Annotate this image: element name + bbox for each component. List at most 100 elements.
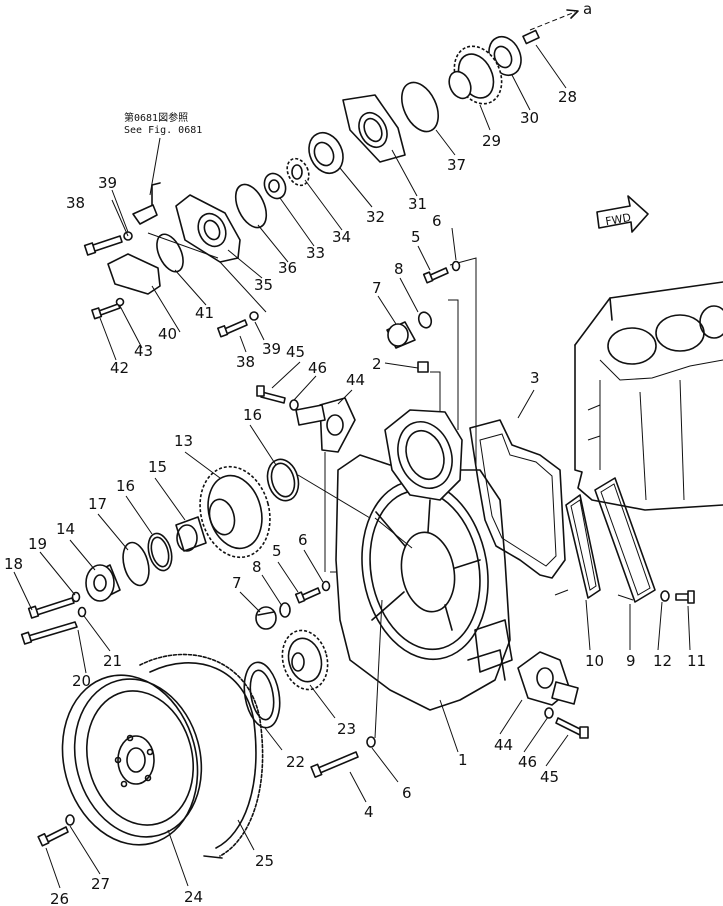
label-part-44-upper: 44 — [346, 371, 365, 389]
label-part-40: 40 — [158, 325, 177, 343]
part-15-bushing — [175, 516, 207, 552]
part-38-bolt-upper — [83, 231, 133, 256]
part-34-lock-washer — [286, 157, 310, 187]
label-part-7-lower: 7 — [232, 574, 242, 592]
part-36-o-ring — [234, 183, 268, 229]
label-part-36: 36 — [278, 259, 297, 277]
label-part-19: 19 — [28, 535, 47, 553]
part-33-nut — [263, 172, 287, 200]
label-part-14: 14 — [56, 520, 75, 538]
case-pump-housing — [384, 409, 463, 501]
part-38-bolt-lower — [217, 311, 259, 338]
label-part-46-lower: 46 — [518, 753, 537, 771]
part-4-bolt — [310, 751, 359, 778]
label-part-11: 11 — [687, 652, 706, 670]
part-8-gasket-lower — [279, 602, 291, 618]
part-45-bolt-upper — [256, 385, 286, 404]
part-6-washer-upper — [451, 260, 461, 272]
part-46-washer-lower — [544, 707, 554, 719]
label-part-28: 28 — [558, 88, 577, 106]
label-part-43: 43 — [134, 342, 153, 360]
part-39-bracket — [132, 182, 161, 225]
part-40-cover-plate — [107, 253, 161, 295]
part-44-pipe-flange-upper — [295, 397, 356, 453]
part-16-seal-lower — [147, 532, 173, 572]
label-part-7-upper: 7 — [372, 279, 382, 297]
label-part-9: 9 — [626, 652, 636, 670]
part-27-washer — [65, 814, 75, 826]
label-part-39-upper: 39 — [98, 174, 117, 192]
flange-lead-lines — [324, 452, 413, 573]
label-part-10: 10 — [585, 652, 604, 670]
part-5-bolt-lower — [294, 587, 321, 604]
reference-note: 第0681図参照 See Fig. 0681 — [124, 111, 202, 196]
label-part-2: 2 — [372, 355, 382, 373]
label-part-23: 23 — [337, 720, 356, 738]
part-42-bolt — [91, 297, 125, 320]
part-18-bolt — [27, 597, 75, 619]
label-part-13: 13 — [174, 432, 193, 450]
label-part-5-lower: 5 — [272, 542, 282, 560]
label-part-46-upper: 46 — [308, 359, 327, 377]
part-6-washer-lower — [321, 580, 331, 592]
part-24-flywheel — [61, 674, 203, 846]
label-part-6-bottom: 6 — [402, 784, 412, 802]
label-leader-lines — [13, 44, 691, 889]
label-part-18: 18 — [4, 555, 23, 573]
part-13-gear — [199, 465, 271, 559]
part-11-bolt — [675, 590, 695, 604]
part-45-bolt-lower — [555, 717, 589, 739]
bolt-lead-line — [374, 599, 383, 739]
reference-note-jp: 第0681図参照 — [124, 111, 188, 124]
label-part-12: 12 — [653, 652, 672, 670]
label-part-21: 21 — [103, 652, 122, 670]
assembly-lead-lines — [147, 232, 267, 313]
part-46-washer-upper — [289, 399, 299, 411]
label-part-39-lower: 39 — [262, 340, 281, 358]
label-part-29: 29 — [482, 132, 501, 150]
part-26-bolt — [37, 826, 69, 847]
label-part-3: 3 — [530, 369, 540, 387]
label-part-33: 33 — [306, 244, 325, 262]
label-part-17: 17 — [88, 495, 107, 513]
engine-block — [574, 281, 723, 511]
label-part-45-upper: 45 — [286, 343, 305, 361]
part-28-pin — [522, 29, 540, 45]
reference-arrow-a: a — [529, 0, 592, 31]
label-part-35: 35 — [254, 276, 273, 294]
part-12-washer — [660, 590, 670, 602]
label-part-6-upper: 6 — [432, 212, 442, 230]
part-9-plate — [594, 477, 656, 603]
label-part-5-upper: 5 — [411, 228, 421, 246]
label-part-42: 42 — [110, 359, 129, 377]
label-part-16-lower: 16 — [116, 477, 135, 495]
label-part-15: 15 — [148, 458, 167, 476]
label-part-44-lower: 44 — [494, 736, 513, 754]
label-part-6-middle: 6 — [298, 531, 308, 549]
label-part-24: 24 — [184, 888, 203, 906]
reference-note-en: See Fig. 0681 — [124, 125, 202, 136]
label-part-25: 25 — [255, 852, 274, 870]
part-37-o-ring — [401, 81, 439, 133]
case-lead-lines — [430, 257, 634, 601]
part-3-gasket — [469, 419, 566, 579]
part-2-plug — [417, 361, 429, 373]
label-part-16-upper: 16 — [243, 406, 262, 424]
label-part-41: 41 — [195, 304, 214, 322]
part-16-seal-upper — [266, 458, 300, 502]
fwd-label: FWD — [604, 211, 632, 228]
part-17-o-ring — [122, 541, 150, 587]
label-part-38-lower: 38 — [236, 353, 255, 371]
part-8-gasket-upper — [417, 311, 433, 329]
fwd-direction-arrow: FWD — [596, 195, 649, 233]
part-10-cover — [565, 494, 601, 599]
label-part-22: 22 — [286, 753, 305, 771]
label-part-8-lower: 8 — [252, 558, 262, 576]
part-21-washer — [77, 606, 87, 618]
part-20-bolt — [20, 621, 78, 645]
label-part-38-upper: 38 — [66, 194, 85, 212]
part-25-ring-gear — [139, 653, 264, 859]
part-7-plug-lower — [255, 606, 277, 630]
